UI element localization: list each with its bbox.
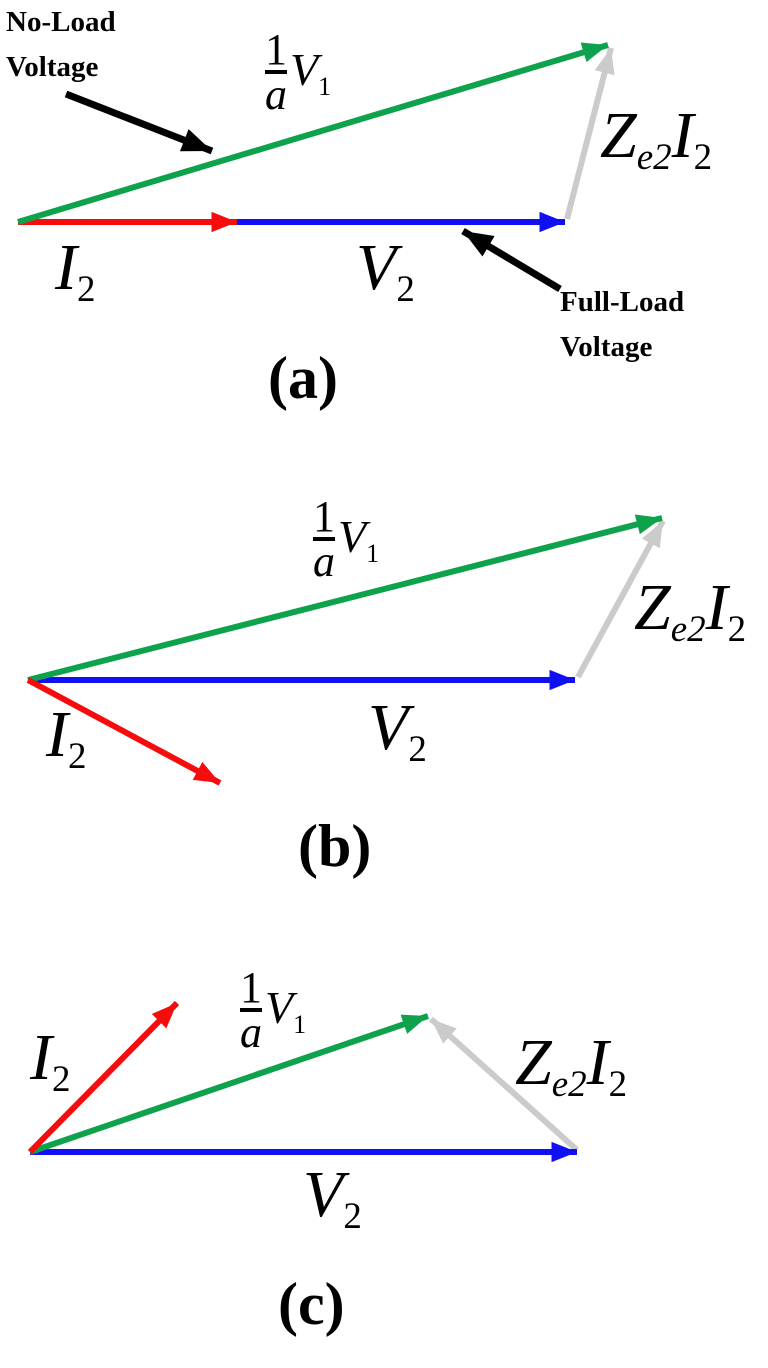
fraction-denominator: a: [265, 70, 287, 119]
impedance-drop-label-c: Ze2I2: [515, 1030, 627, 1103]
i2-symbol: I: [30, 1021, 52, 1094]
v2-symbol: V: [368, 691, 409, 764]
v2-label-c: V2: [303, 1162, 362, 1235]
diagram-a-vectors: [17, 42, 615, 293]
i-subscript: 2: [608, 1062, 628, 1104]
fraction-a: 1 a: [265, 25, 287, 119]
fraction-b: 1 a: [313, 492, 335, 586]
full-load-label-line1: Full-Load: [560, 286, 685, 318]
fraction-bar: [313, 537, 335, 541]
v1-vector-b: [27, 514, 663, 683]
full-load-label-line2: Voltage: [560, 331, 653, 363]
diagram-c-vectors: [27, 1000, 580, 1163]
i2-symbol: I: [46, 698, 68, 771]
z-subscript: e2: [670, 607, 706, 649]
v1-symbol: V: [265, 982, 294, 1033]
i-symbol: I: [586, 1026, 609, 1099]
impedance-drop-vector-c: [428, 1016, 580, 1153]
impedance-drop-vector-a: [564, 47, 615, 220]
fraction-c: 1 a: [240, 963, 262, 1057]
no-load-voltage-label: No-Load Voltage: [6, 0, 116, 90]
impedance-drop-label-b: Ze2I2: [634, 575, 746, 648]
i2-subscript: 2: [51, 1057, 71, 1099]
v1-over-a-label-c: 1 a V 1: [240, 963, 307, 1057]
i2-subscript: 2: [76, 267, 96, 309]
no-load-label-line2: Voltage: [6, 51, 99, 83]
i-subscript: 2: [693, 135, 713, 177]
caption-c: (c): [278, 1271, 345, 1337]
v1-subscript: 1: [318, 72, 332, 101]
caption-b: (b): [298, 813, 372, 879]
v2-subscript: 2: [396, 267, 415, 309]
i-symbol: I: [705, 571, 728, 644]
i2-symbol: I: [55, 231, 77, 304]
z-symbol: Z: [600, 99, 637, 172]
z-subscript: e2: [551, 1062, 587, 1104]
fraction-denominator: a: [313, 537, 335, 586]
fraction-numerator: 1: [240, 963, 262, 1012]
v1-symbol: V: [290, 44, 319, 95]
i2-label-a: I2: [55, 235, 95, 308]
i2-subscript: 2: [67, 734, 87, 776]
fraction-denominator: a: [240, 1008, 262, 1057]
v1-vector-a: [17, 42, 609, 225]
z-subscript: e2: [636, 135, 672, 177]
i-subscript: 2: [727, 607, 747, 649]
no-load-pointer-arrow: [64, 90, 214, 155]
i2-label-c: I2: [30, 1025, 70, 1098]
v1-vector-c: [29, 1013, 429, 1155]
i2-label-b: I2: [46, 702, 86, 775]
fraction-bar: [265, 70, 287, 74]
full-load-pointer-arrow: [461, 227, 562, 293]
z-symbol: Z: [634, 571, 671, 644]
i2-vector-b: [26, 677, 222, 786]
caption-a: (a): [268, 345, 338, 411]
v2-symbol: V: [356, 231, 397, 304]
v1-symbol: V: [338, 511, 367, 562]
fraction-numerator: 1: [265, 25, 287, 74]
diagram-b-vectors: [26, 514, 666, 786]
v1-over-a-label-b: 1 a V 1: [313, 492, 380, 586]
fraction-numerator: 1: [313, 492, 335, 541]
i2-vector-c: [27, 1000, 180, 1155]
z-symbol: Z: [515, 1026, 552, 1099]
i-symbol: I: [671, 99, 694, 172]
v1-over-a-label-a: 1 a V 1: [265, 25, 332, 119]
v2-label-b: V2: [368, 695, 427, 768]
v2-label-a: V2: [356, 235, 415, 308]
full-load-voltage-label: Full-Load Voltage: [560, 280, 684, 370]
v1-subscript: 1: [366, 539, 380, 568]
impedance-drop-vector-b: [575, 519, 666, 679]
v2-symbol: V: [303, 1158, 344, 1231]
v1-subscript: 1: [293, 1010, 307, 1039]
v2-subscript: 2: [343, 1194, 362, 1236]
no-load-label-line1: No-Load: [6, 6, 116, 38]
v2-subscript: 2: [408, 727, 427, 769]
impedance-drop-label-a: Ze2I2: [600, 103, 712, 176]
fraction-bar: [240, 1008, 262, 1012]
